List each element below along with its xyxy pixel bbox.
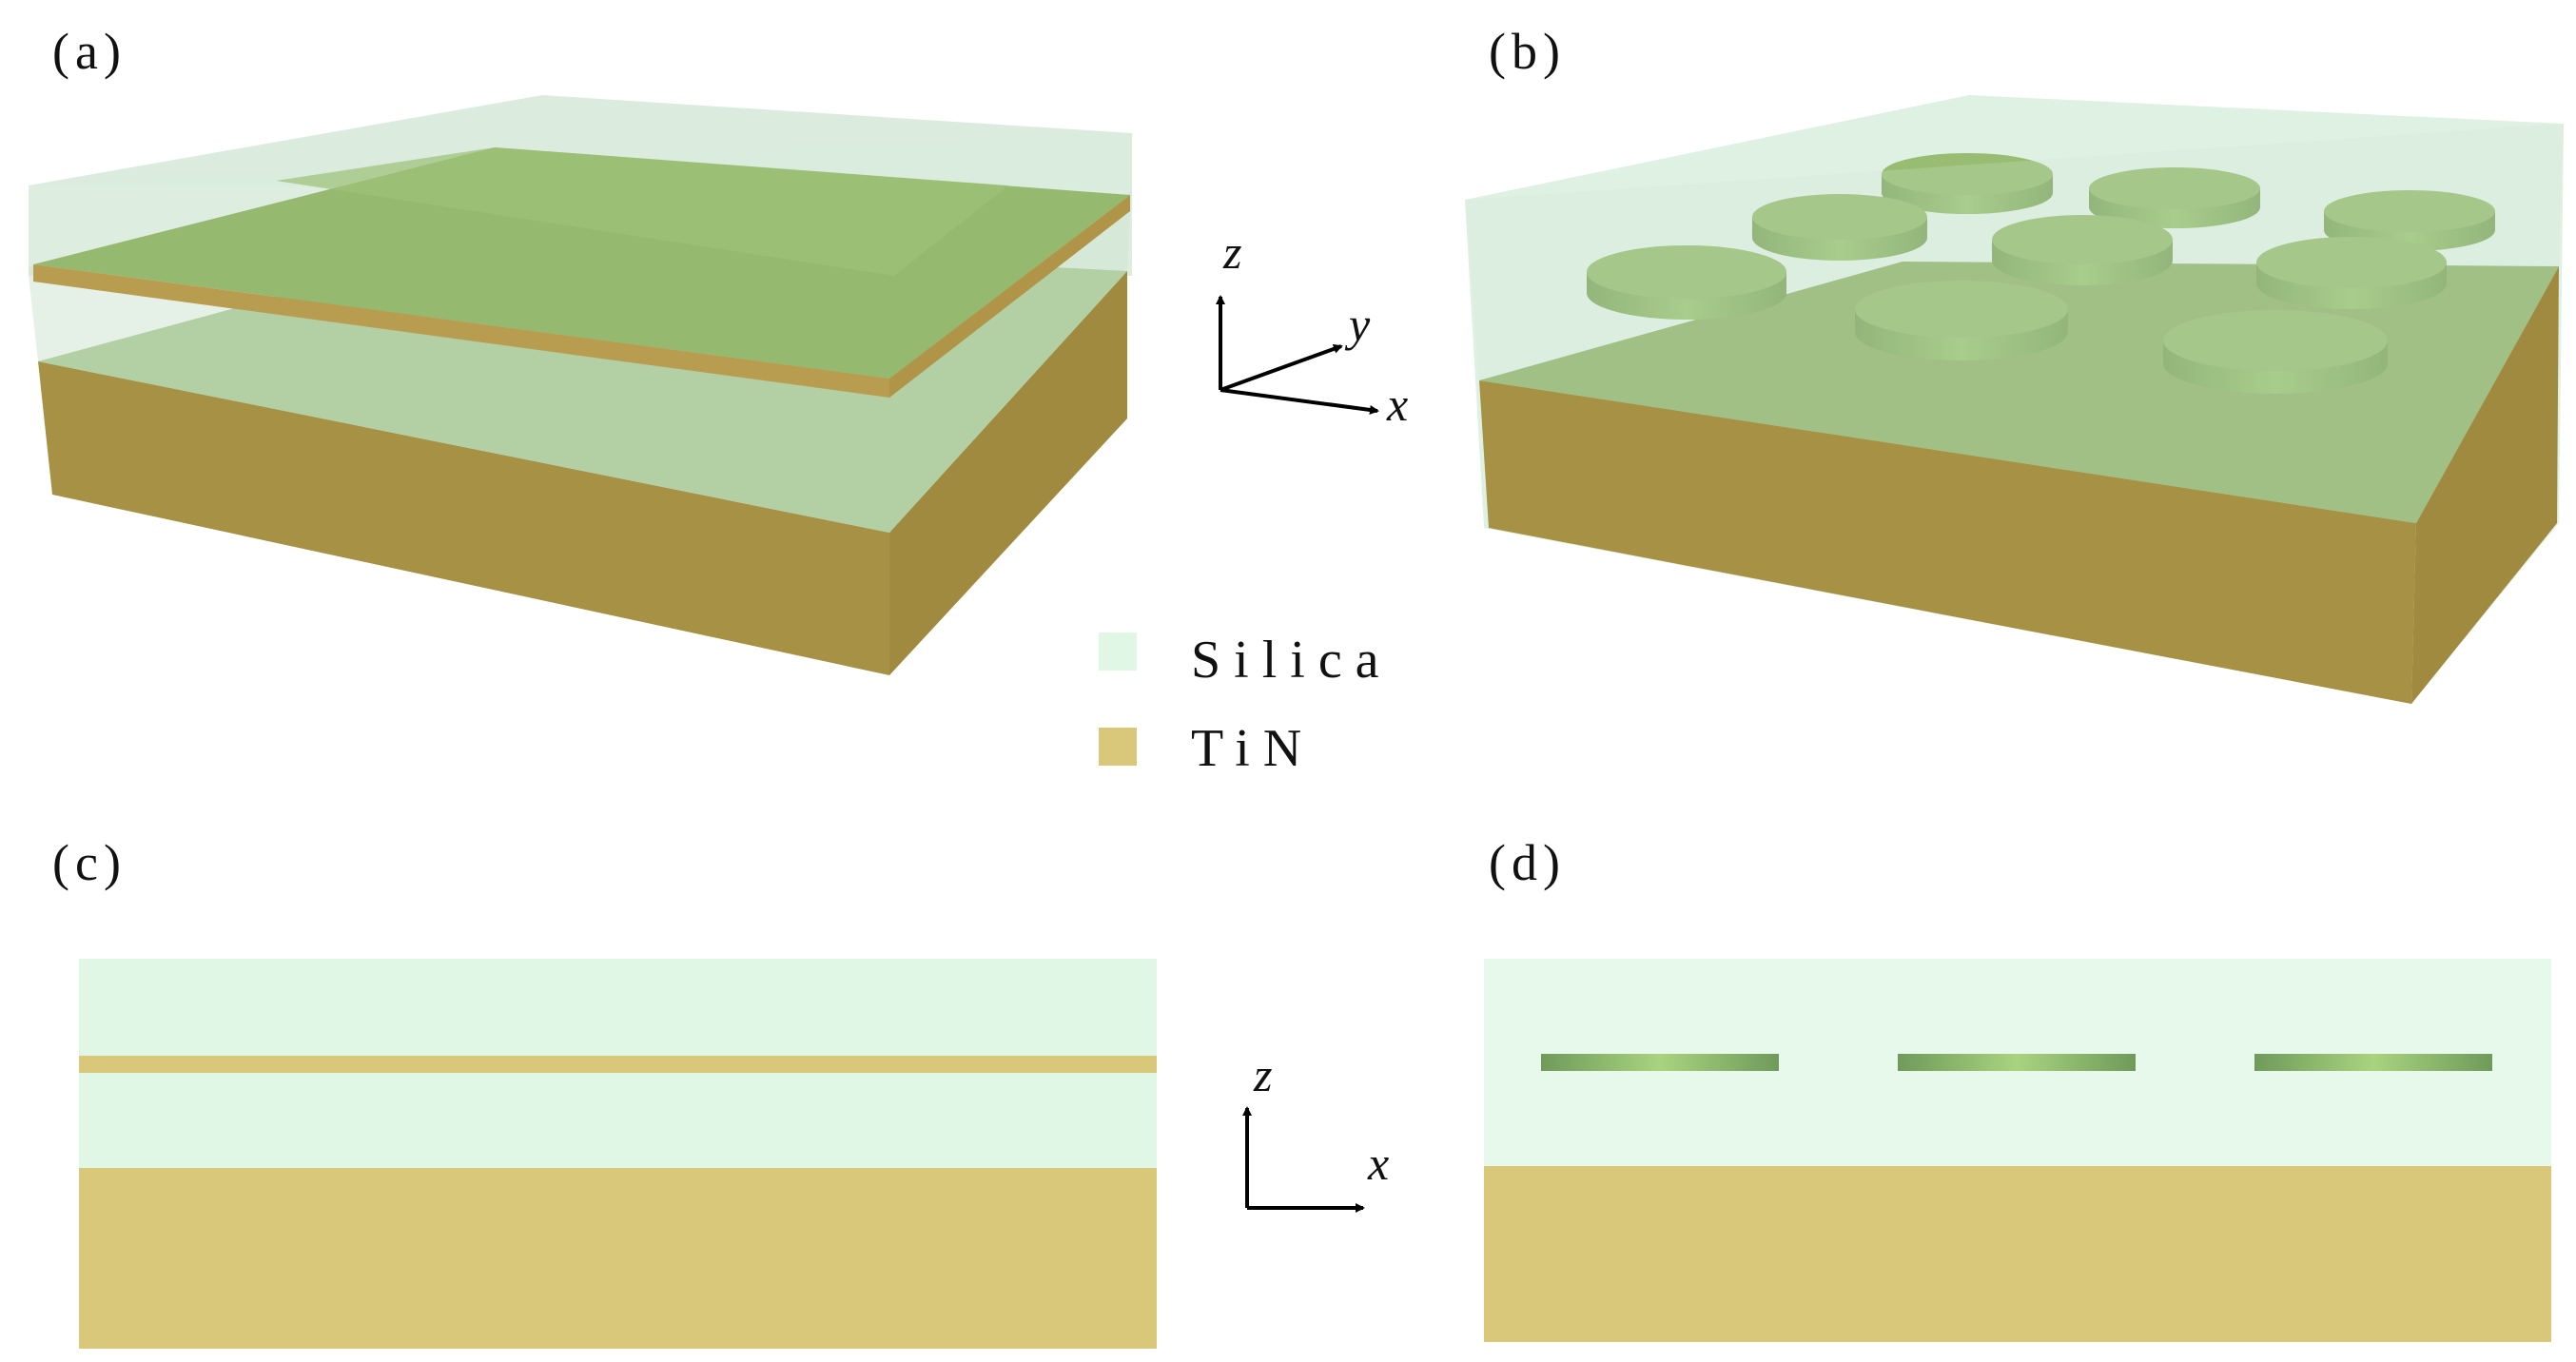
panel-d-label: (d) xyxy=(1489,834,1566,891)
axis-2d-x-label: x xyxy=(1367,1137,1389,1190)
axis-2d-z-label: z xyxy=(1253,1048,1272,1101)
disk xyxy=(2089,167,2260,228)
legend-swatch-tin xyxy=(1099,728,1137,766)
axis-3d-x-label: x xyxy=(1386,378,1408,431)
disk xyxy=(1992,215,2173,285)
legend-label-tin: TiN xyxy=(1191,719,1315,778)
axis-3d-x-line xyxy=(1220,388,1379,415)
panel-d-strip xyxy=(1541,1054,1779,1071)
axis-3d-z-label: z xyxy=(1222,225,1241,279)
panel-b-tin-right xyxy=(2411,266,2559,704)
panel-c-tin-base xyxy=(79,1168,1157,1349)
panel-a-thin-layer-top-inner xyxy=(276,147,1008,276)
panel-a-tin-right xyxy=(889,271,1127,675)
disk xyxy=(1752,194,1927,261)
panel-c-label: (c) xyxy=(52,834,127,891)
panel-a-tin-front xyxy=(38,361,889,675)
panel-b: (b) xyxy=(1465,23,2564,704)
axis-3d-y-line xyxy=(1220,344,1343,392)
legend: Silica TiN xyxy=(1099,631,1393,778)
panel-d-strip xyxy=(1898,1054,2136,1071)
panel-a-silica-front xyxy=(29,190,1132,533)
disk xyxy=(1587,245,1786,320)
legend-swatch-silica xyxy=(1099,632,1137,671)
panel-c-thin-tin xyxy=(79,1056,1157,1073)
disk xyxy=(1882,153,2053,214)
disk xyxy=(2163,310,2388,394)
panel-c: (c) xyxy=(52,834,1157,1349)
panel-d-tin-base xyxy=(1484,1166,2551,1342)
panel-d-strip xyxy=(2254,1054,2492,1071)
panel-a-thin-layer-edge-right xyxy=(889,195,1130,398)
panel-b-disks xyxy=(1587,153,2495,394)
axis-3d-y-label: y xyxy=(1344,298,1371,351)
panel-a-thin-layer-edge xyxy=(33,264,889,398)
legend-label-silica: Silica xyxy=(1191,631,1393,690)
panel-b-tin-front xyxy=(1479,380,2416,704)
panel-a: (a) xyxy=(29,23,1132,675)
panel-b-silica-front xyxy=(1465,124,2564,523)
axes-3d: z y x xyxy=(1216,225,1408,431)
disk xyxy=(1855,281,2068,360)
axes-2d: z x xyxy=(1242,1048,1389,1213)
panel-a-label: (a) xyxy=(52,23,127,80)
panel-d: (d) xyxy=(1484,834,2551,1342)
disk xyxy=(2256,237,2447,309)
panel-b-label: (b) xyxy=(1489,23,1566,80)
